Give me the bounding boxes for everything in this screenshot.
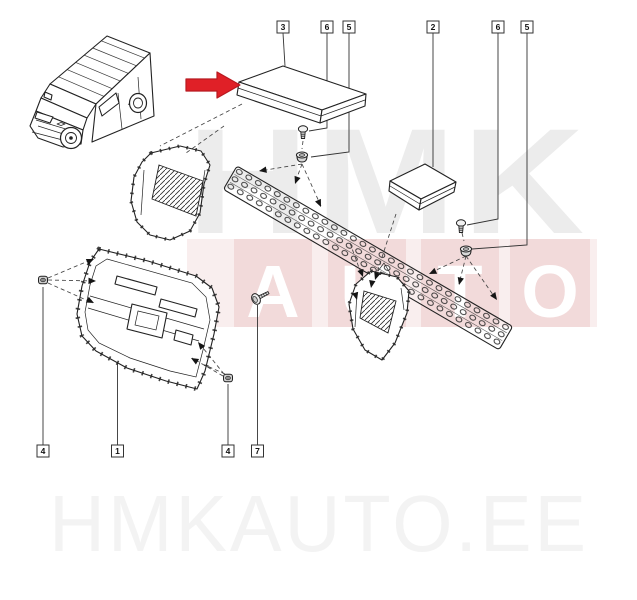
screw7-head — [252, 296, 258, 303]
callout-6a[interactable]: 6 — [320, 20, 334, 34]
van-roof-ribs — [58, 40, 145, 97]
part-upper-pillar-trim — [129, 144, 212, 242]
panel-latch-recess — [173, 329, 194, 346]
callout-box — [520, 20, 534, 34]
part-door-trim-panel — [74, 246, 222, 392]
callout-2[interactable]: 2 — [426, 20, 440, 34]
part-2-cover — [388, 163, 457, 211]
guide-van-to-pillar — [185, 125, 225, 154]
watermark-footer-text: HMKAUTO.EE — [49, 479, 589, 568]
lower-pillar-tab — [377, 262, 391, 274]
van-logo — [56, 122, 66, 126]
leader-line-5a — [310, 33, 350, 158]
lower-pillar-contour — [400, 287, 405, 311]
callout-5a[interactable]: 5 — [342, 20, 356, 34]
fastener-screw-7 — [251, 291, 270, 305]
callout-box — [251, 444, 264, 458]
leader-line-3 — [282, 32, 286, 67]
callout-label: 7 — [255, 446, 260, 456]
van-front-rim — [65, 132, 77, 144]
callout-box — [426, 20, 440, 34]
callout-5b[interactable]: 5 — [520, 20, 534, 34]
panel-center-block — [126, 303, 168, 339]
panel-slot — [114, 275, 158, 296]
screw7-thread — [260, 294, 264, 298]
callout-label: 6 — [496, 22, 501, 32]
fastener-clip-5b — [459, 245, 473, 257]
callout-7[interactable]: 7 — [251, 444, 264, 458]
sill-strip-rib — [229, 181, 503, 341]
van-rear-rim — [133, 97, 143, 109]
cover2-seam — [389, 185, 456, 205]
panel-inner-line — [84, 258, 211, 378]
guide-part3-to-pillar — [159, 103, 243, 147]
callout-1[interactable]: 1 — [111, 444, 124, 458]
part-sill-step-trim — [223, 166, 513, 350]
van-illustration — [29, 35, 155, 150]
van-mirror — [43, 91, 53, 101]
callout-label: 5 — [525, 22, 530, 32]
fastener-nut-4b — [223, 373, 233, 383]
watermark-letter: O — [521, 250, 579, 333]
cover3-side-face — [319, 93, 367, 124]
callout-box — [320, 20, 334, 34]
fastener-clip-5a — [295, 151, 309, 163]
callout-box — [221, 444, 235, 458]
van-front-hub — [69, 136, 73, 140]
highlight-arrow-icon — [185, 71, 241, 99]
upper-pillar-contour — [200, 169, 206, 196]
van-side — [91, 52, 155, 143]
callout-box — [36, 444, 50, 458]
callout-3[interactable]: 3 — [276, 20, 290, 34]
callout-box — [342, 20, 356, 34]
callout-label: 1 — [115, 446, 120, 456]
panel-slot — [158, 298, 198, 318]
guide-screw-to-clip — [461, 232, 465, 242]
panel-center-inner — [134, 310, 160, 331]
screw7-thread — [262, 293, 266, 297]
callout-label: 2 — [431, 22, 436, 32]
callout-label: 4 — [41, 446, 46, 456]
callout-label: 4 — [226, 446, 231, 456]
sill-strip-rib — [234, 174, 507, 334]
callout-4a[interactable]: 4 — [36, 444, 50, 458]
leader-line-5b — [471, 33, 528, 250]
callout-label: 5 — [347, 22, 352, 32]
part-lower-pillar-trim — [347, 262, 411, 363]
callout-box — [111, 444, 124, 458]
callout-6b[interactable]: 6 — [491, 20, 505, 34]
van-headlight — [34, 111, 54, 124]
guide-cover2-to-pillar — [374, 213, 397, 280]
guide-nut-fan-left — [47, 258, 96, 304]
callout-box — [276, 20, 290, 34]
fastener-nut-4a — [38, 275, 48, 285]
callout-label: 3 — [281, 22, 286, 32]
callout-box — [491, 20, 505, 34]
assembly-guides — [47, 103, 500, 377]
panel-border-texture — [74, 246, 222, 392]
van-rear-wheel — [128, 92, 148, 114]
callouts: 3 6 5 2 6 5 4 1 — [36, 20, 534, 458]
watermark-band-block — [510, 239, 590, 327]
leader-lines — [42, 32, 528, 445]
lower-pillar-grille — [359, 290, 397, 334]
leader-line-6a — [308, 33, 328, 132]
leader-line-6b — [466, 33, 499, 226]
watermark-letter: A — [246, 250, 299, 333]
callout-label: 6 — [325, 22, 330, 32]
upper-pillar-grille — [151, 164, 204, 217]
part-3-cover — [236, 65, 367, 124]
cover3-seam — [237, 87, 366, 117]
watermark-band-block — [234, 239, 312, 327]
guide-screw-to-clip — [301, 140, 304, 150]
sill-strip-body — [223, 166, 513, 350]
cover2-side-face — [418, 181, 457, 211]
callout-4b[interactable]: 4 — [221, 444, 235, 458]
screw7-thread — [264, 292, 268, 296]
upper-pillar-contour — [140, 169, 145, 216]
fasteners — [38, 125, 473, 383]
